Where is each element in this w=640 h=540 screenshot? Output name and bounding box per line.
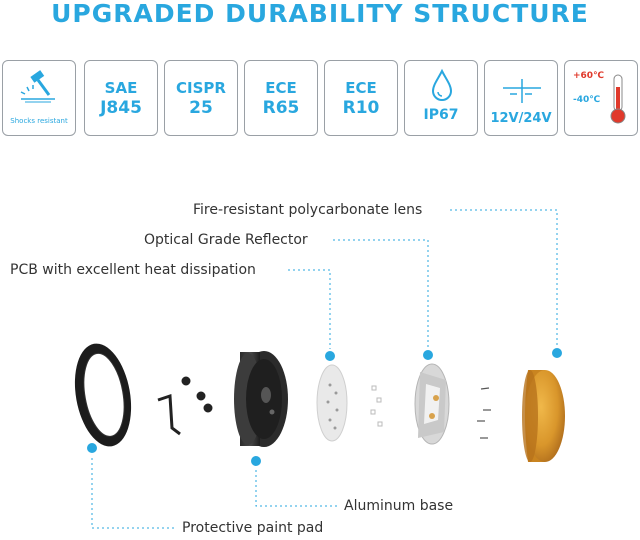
voltage-label: 12V/24V: [490, 111, 552, 126]
pcb-callout-dot: [323, 349, 337, 363]
badge-cispr: CISPR 25: [164, 60, 238, 136]
base-callout-dot: [249, 454, 263, 468]
badge-shocks-resistant: Shocks resistant: [2, 60, 76, 136]
pad-callout-label: Protective paint pad: [182, 520, 324, 536]
cispr-line1: CISPR: [176, 79, 226, 97]
water-drop-icon: [431, 68, 453, 101]
thermometer-icon: [610, 74, 626, 124]
temp-low-label: -40℃: [573, 95, 601, 105]
cispr-line2: 25: [189, 98, 213, 118]
sae-line2: J845: [100, 98, 142, 118]
pcb-leader-line: [288, 269, 331, 356]
badge-ip67: IP67: [404, 60, 478, 136]
led-chips: [370, 385, 383, 427]
dc-voltage-icon: [503, 79, 541, 103]
base-callout-label: Aluminum base: [344, 498, 454, 514]
lens-leader-line: [450, 209, 558, 352]
base-leader-line: [255, 460, 338, 507]
badge-sae: SAE J845: [84, 60, 158, 136]
pad-callout-dot: [85, 441, 99, 455]
page-title: UPGRADED DURABILITY STRUCTURE: [51, 0, 589, 28]
badge-ece-r10: ECE R10: [324, 60, 398, 136]
lens-callout-dot: [550, 346, 564, 360]
optical-reflector: [414, 363, 450, 445]
shocks-resistant-label: Shocks resistant: [10, 117, 68, 125]
pcb-callout-label: PCB with excellent heat dissipation: [10, 262, 256, 278]
protective-paint-pad: [74, 343, 132, 447]
ece65-line1: ECE: [265, 79, 297, 97]
cable-and-screws: [157, 376, 213, 436]
temp-high-label: +60℃: [573, 71, 604, 81]
polycarbonate-lens: [522, 370, 565, 462]
pad-leader-line: [91, 448, 176, 529]
ip67-label: IP67: [423, 107, 459, 123]
lens-callout-label: Fire-resistant polycarbonate lens: [193, 202, 423, 218]
pcb-disc: [316, 364, 348, 442]
aluminum-base: [234, 351, 288, 447]
badge-temperature: +60℃ -40℃: [564, 60, 638, 136]
badge-voltage: 12V/24V: [484, 60, 558, 136]
badge-ece-r65: ECE R65: [244, 60, 318, 136]
sae-line1: SAE: [104, 79, 138, 97]
ece10-line1: ECE: [345, 79, 377, 97]
small-screws: [477, 387, 491, 439]
reflector-leader-line: [333, 239, 429, 355]
ece10-line2: R10: [342, 98, 380, 118]
ece65-line2: R65: [262, 98, 300, 118]
reflector-callout-label: Optical Grade Reflector: [144, 232, 308, 248]
hammer-impact-icon: [20, 70, 55, 103]
reflector-callout-dot: [421, 348, 435, 362]
